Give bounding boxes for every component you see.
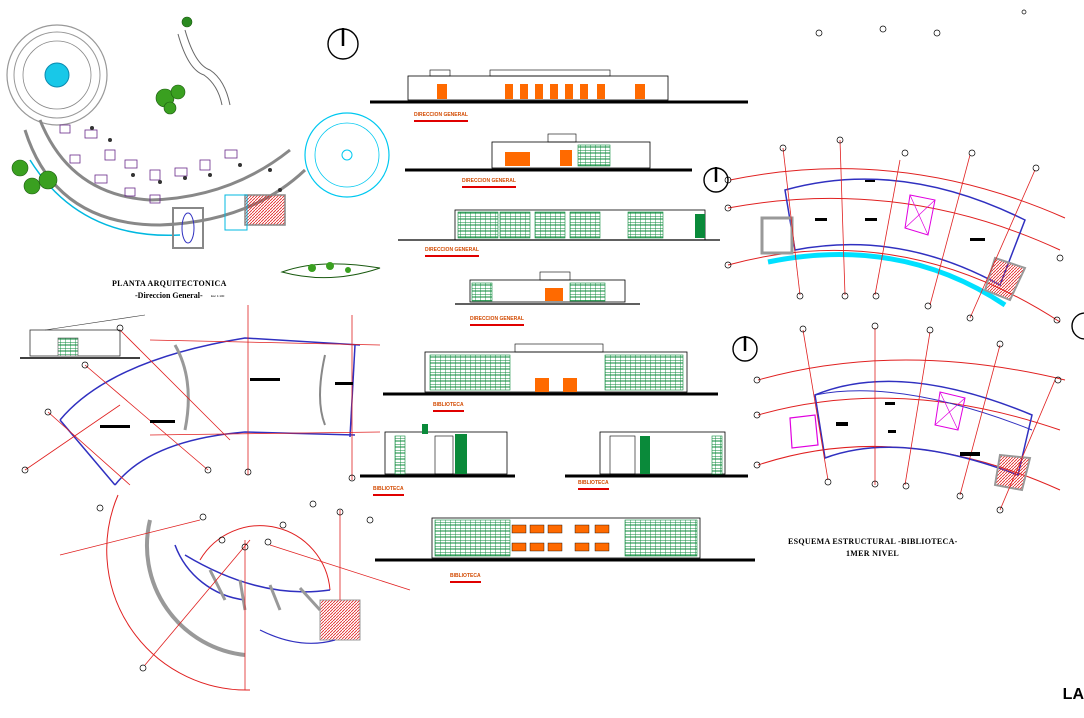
elevation-biblioteca-4 (375, 517, 755, 562)
elevation-label-bib-4: BIBLIOTECA (450, 573, 481, 583)
elevation-label-dg-3: DIRECCION GENERAL (425, 247, 479, 257)
plan-scale: Esc 1:100 (211, 294, 225, 298)
north-arrow-icon (732, 336, 758, 362)
elevations-column (360, 69, 755, 562)
elevation-biblioteca-2 (360, 424, 515, 478)
elevation-label-bib-2: BIBLIOTECA (373, 486, 404, 496)
plan-subtitle: -Direccion General- (135, 291, 203, 300)
structural-subtitle: 1MER NIVEL (846, 549, 900, 558)
elevation-biblioteca-3 (565, 431, 748, 478)
elevation-label-dg-1: DIRECCION GENERAL (414, 112, 468, 122)
floor-plan-direccion-general (6, 16, 390, 279)
elevation-label-dg-4: DIRECCION GENERAL (470, 316, 524, 326)
elevation-direccion-4 (455, 271, 640, 305)
structural-scheme-library-bottom (753, 322, 1066, 514)
corner-text: LA (1062, 686, 1084, 703)
structural-scheme-library-top (724, 136, 1066, 324)
elevation-direccion-2 (405, 133, 692, 172)
elevation-direccion-1 (370, 69, 748, 104)
elevation-biblioteca-1 (383, 343, 718, 396)
elevation-label-bib-3: BIBLIOTECA (578, 480, 609, 490)
structural-title: ESQUEMA ESTRUCTURAL -BIBLIOTECA- (788, 537, 958, 546)
elevation-label-bib-1: BIBLIOTECA (433, 402, 464, 412)
north-arrow-icon (327, 28, 359, 60)
elevation-label-dg-2: DIRECCION GENERAL (462, 178, 516, 188)
plan-title: PLANTA ARQUITECTONICA (112, 279, 227, 288)
trees-icon (11, 16, 193, 195)
elevation-direccion-3 (398, 209, 720, 241)
north-arrow-icon (703, 167, 729, 193)
structural-scheme-curved-left (20, 305, 381, 512)
structural-scheme-circular (59, 494, 411, 691)
